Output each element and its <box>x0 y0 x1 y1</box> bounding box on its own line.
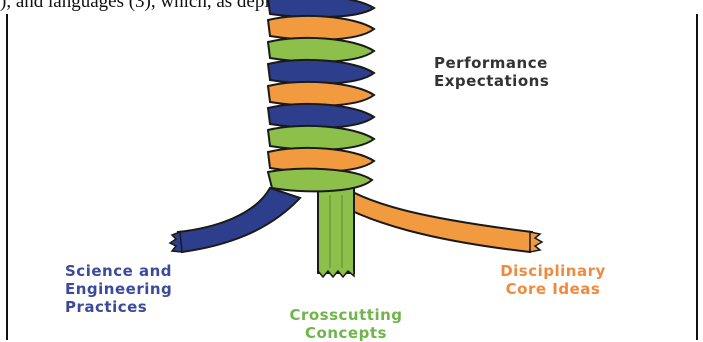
braided-rope <box>266 0 376 193</box>
frame-right-border <box>696 14 698 340</box>
science-engineering-practices-label: Science and Engineering Practices <box>65 262 173 316</box>
page-top-caption: ), and languages (3), which, as depicted… <box>0 0 349 11</box>
practices-strand-frayed-end <box>168 230 183 253</box>
frame-left-border <box>6 14 8 340</box>
core-ideas-strand-frayed-end <box>529 231 544 253</box>
crosscutting-concepts-label: Crosscutting Concepts <box>289 306 403 342</box>
performance-expectations-label: Performance Expectations <box>434 54 550 90</box>
practices-strand <box>176 186 302 254</box>
disciplinary-core-ideas-label: Disciplinary Core Ideas <box>500 262 606 298</box>
concepts-strand-frayed-end <box>317 269 355 279</box>
core-ideas-strand <box>338 186 534 254</box>
concepts-strand <box>317 184 355 274</box>
